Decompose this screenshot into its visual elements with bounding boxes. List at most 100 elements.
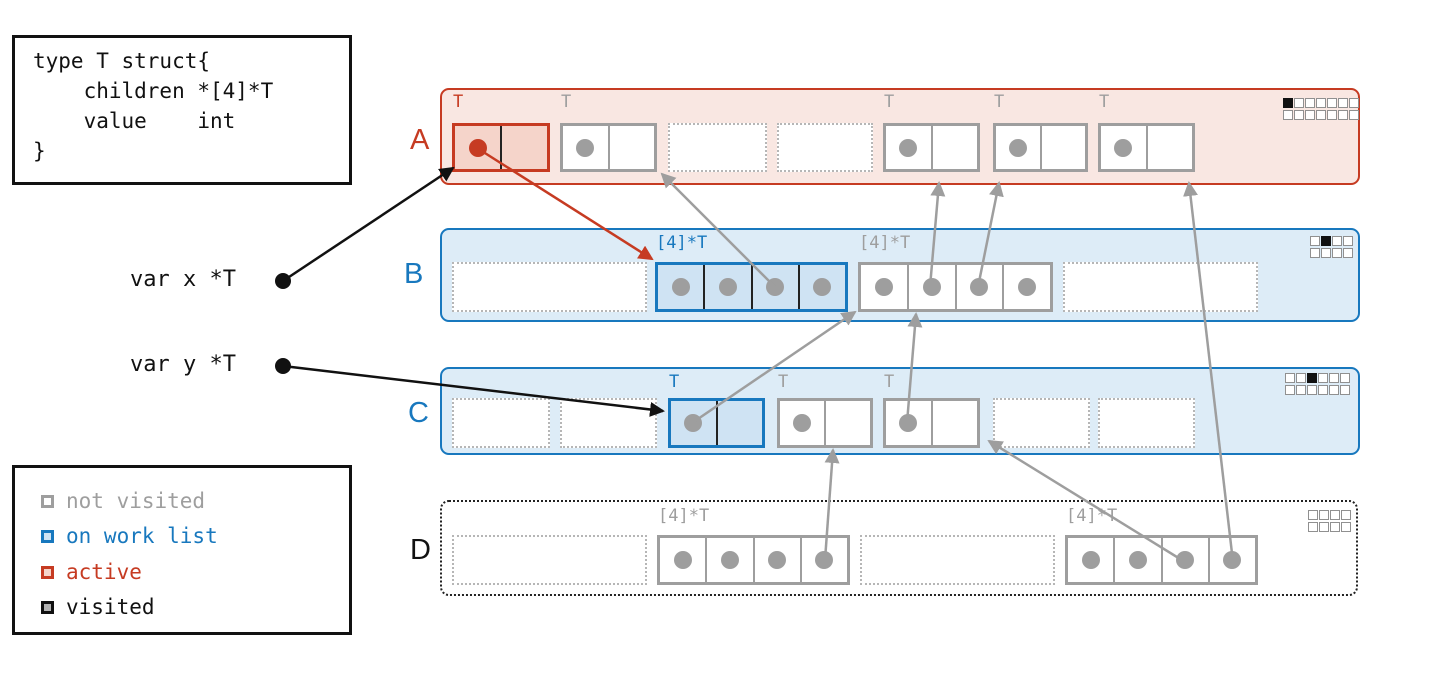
- bitmap-cell: [1329, 385, 1339, 395]
- bitmap-cell: [1285, 385, 1295, 395]
- bitmap-cell: [1318, 373, 1328, 383]
- object-cell: [1160, 538, 1208, 582]
- var-x-label: var x *T: [130, 267, 236, 292]
- bitmap-cell: [1319, 510, 1329, 520]
- legend-label-on-work-list: on work list: [66, 524, 218, 548]
- object-cell: [930, 401, 978, 445]
- type-label: T: [884, 372, 895, 392]
- pointer-dot: [718, 278, 737, 296]
- type-label: T: [669, 372, 680, 392]
- bitmap-cell: [1349, 110, 1359, 120]
- type-label: T: [994, 92, 1005, 112]
- legend-label-visited: visited: [66, 595, 155, 619]
- bitmap-cell: [1305, 98, 1315, 108]
- type-label: T: [778, 372, 789, 392]
- object-cell: [563, 126, 608, 169]
- pointer-dot: [468, 138, 487, 157]
- bitmap-cell: [1330, 522, 1340, 532]
- pointer-dot: [793, 414, 811, 432]
- pointer-dot: [813, 278, 832, 296]
- object-cell: [930, 126, 978, 169]
- free-slot: [1063, 262, 1258, 312]
- free-slot: [452, 535, 647, 585]
- legend-item-active: active: [41, 560, 142, 584]
- span-label-A: A: [410, 124, 430, 156]
- mark-bitmap-B: [1310, 236, 1353, 258]
- pointer-dot: [684, 414, 703, 432]
- pointer-dot: [576, 138, 595, 157]
- free-slot: [993, 398, 1090, 448]
- object-cell: [1039, 126, 1086, 169]
- bitmap-cell: [1308, 522, 1318, 532]
- object-cell: [886, 401, 931, 445]
- pointer-dot: [815, 551, 834, 569]
- pointer-dot: [673, 551, 692, 569]
- object-cell: [861, 265, 907, 309]
- span-label-B: B: [404, 258, 424, 290]
- object-cell: [607, 126, 655, 169]
- bitmap-cell: [1338, 98, 1348, 108]
- legend-label-active: active: [66, 560, 142, 584]
- heap-object-C-4: [777, 398, 873, 448]
- free-slot: [1098, 398, 1195, 448]
- free-slot: [452, 398, 550, 448]
- pointer-dot: [1008, 138, 1027, 157]
- on-work-list-swatch-icon: [41, 529, 54, 543]
- object-cell: [750, 265, 798, 309]
- object-cell: [455, 126, 500, 169]
- heap-object-B-2: [655, 262, 848, 312]
- bitmap-cell: [1308, 510, 1318, 520]
- free-slot: [452, 262, 647, 312]
- pointer-dot: [720, 551, 739, 569]
- mark-bitmap-D: [1308, 510, 1351, 532]
- bitmap-cell: [1349, 98, 1359, 108]
- heap-object-C-3: [668, 398, 765, 448]
- pointer-dot: [1018, 278, 1037, 296]
- bitmap-cell: [1343, 236, 1353, 246]
- type-definition-box: type T struct{ children *[4]*T value int…: [12, 35, 352, 185]
- bitmap-cell: [1332, 236, 1342, 246]
- pointer-dot: [874, 278, 893, 296]
- object-cell: [703, 265, 750, 309]
- bitmap-cell: [1316, 110, 1326, 120]
- bitmap-cell: [1338, 110, 1348, 120]
- bitmap-cell: [1294, 98, 1304, 108]
- bitmap-cell: [1341, 510, 1351, 520]
- type-label: [4]*T: [658, 506, 710, 526]
- object-cell: [780, 401, 824, 445]
- object-cell: [1068, 538, 1113, 582]
- pointer-dot: [766, 278, 785, 296]
- heap-object-B-3: [858, 262, 1053, 312]
- legend-item-visited: visited: [41, 595, 155, 619]
- free-slot: [668, 123, 767, 172]
- bitmap-cell: [1329, 373, 1339, 383]
- object-cell: [1207, 538, 1255, 582]
- var-pointer-dot: [275, 358, 291, 374]
- pointer-dot: [1081, 551, 1100, 569]
- span-label-D: D: [410, 534, 431, 566]
- object-cell: [752, 538, 800, 582]
- heap-object-A-2: [560, 123, 657, 172]
- heap-object-D-4: [1065, 535, 1258, 585]
- bitmap-cell: [1296, 385, 1306, 395]
- bitmap-cell: [1319, 522, 1329, 532]
- bitmap-cell: [1321, 248, 1331, 258]
- bitmap-cell: [1310, 236, 1320, 246]
- object-cell: [715, 401, 763, 445]
- bitmap-cell: [1340, 385, 1350, 395]
- legend: not visited on work list active visited: [12, 465, 352, 635]
- pointer-dot: [768, 551, 787, 569]
- type-label: T: [1099, 92, 1110, 112]
- bitmap-cell: [1285, 373, 1295, 383]
- heap-object-D-2: [657, 535, 850, 585]
- object-cell: [705, 538, 752, 582]
- mark-bitmap-C: [1285, 373, 1350, 395]
- bitmap-cell: [1332, 248, 1342, 258]
- pointer-dot: [899, 138, 918, 157]
- bitmap-cell: [1341, 522, 1351, 532]
- visited-swatch-icon: [41, 600, 54, 614]
- not-visited-swatch-icon: [41, 494, 54, 508]
- legend-label-not-visited: not visited: [66, 489, 206, 513]
- pointer-dot: [1176, 551, 1195, 569]
- type-label: [4]*T: [656, 233, 708, 253]
